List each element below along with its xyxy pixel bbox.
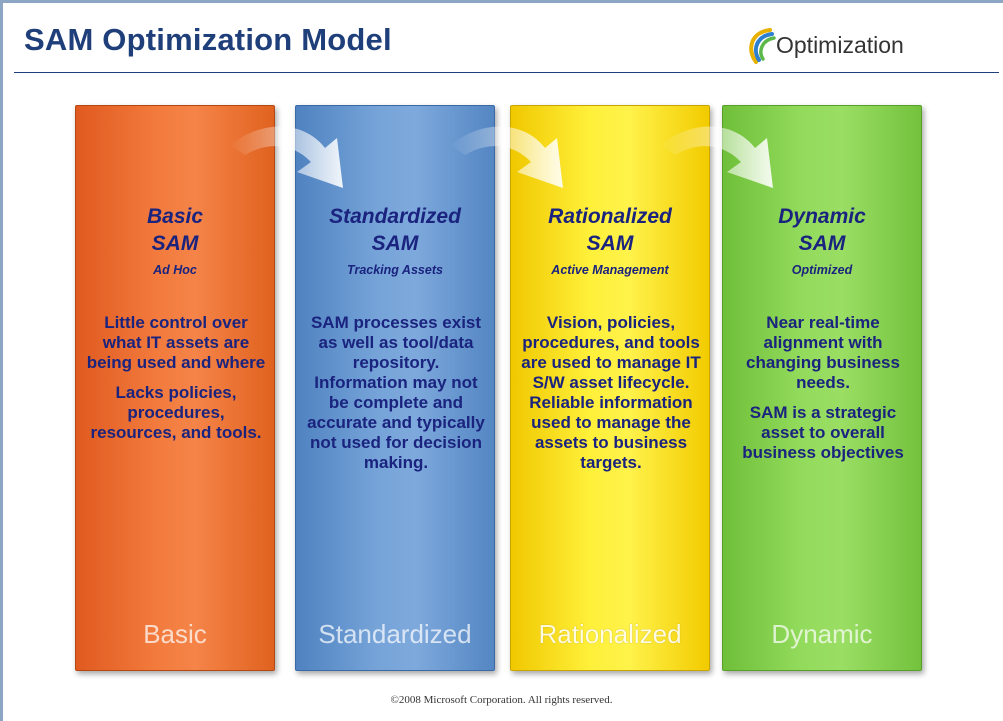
column-title: Basic SAM: [76, 203, 274, 257]
column-title: Standardized SAM: [296, 203, 494, 257]
transition-arrow-icon: [230, 126, 343, 188]
column-description: SAM processes exist as well as tool/data…: [306, 313, 486, 483]
column-subtitle: Ad Hoc: [153, 263, 197, 277]
column-title-line1: Rationalized: [548, 205, 672, 228]
column-title-line2: SAM: [151, 232, 199, 255]
column-title: Dynamic SAM: [723, 203, 921, 257]
column-dynamic: Dynamic SAM Optimized Near real-time ali…: [722, 105, 922, 671]
slide-title: SAM Optimization Model: [24, 22, 392, 57]
column-footer-label: Standardized: [318, 619, 472, 649]
column-footer-label: Rationalized: [538, 619, 682, 649]
copyright-notice: ©2008 Microsoft Corporation. All rights …: [390, 694, 613, 706]
optimization-logo: Optimization: [740, 24, 960, 68]
column-rationalized: Rationalized SAM Active Management Visio…: [510, 105, 710, 671]
description-paragraph-1: Little control over what IT assets are b…: [86, 313, 266, 372]
column-subtitle: Optimized: [791, 263, 853, 277]
transition-arrow-icon: [660, 126, 773, 188]
description-paragraph-2: SAM is a strategic asset to overall busi…: [742, 403, 904, 462]
column-title: Rationalized SAM: [511, 203, 709, 257]
column-title-line2: SAM: [586, 232, 634, 255]
column-title-line1: Dynamic: [778, 205, 866, 228]
description-paragraph-1: SAM processes exist as well as tool/data…: [307, 313, 485, 472]
column-description: Near real-time alignment with changing b…: [733, 313, 913, 473]
description-paragraph-1: Near real-time alignment with changing b…: [746, 313, 900, 392]
column-title-line1: Standardized: [329, 205, 461, 228]
column-footer-label: Basic: [143, 619, 207, 649]
column-title-line1: Basic: [146, 205, 204, 228]
column-subtitle: Active Management: [551, 263, 669, 277]
column-basic: Basic SAM Ad Hoc Little control over wha…: [75, 105, 275, 671]
column-standardized: Standardized SAM Tracking Assets SAM pro…: [295, 105, 495, 671]
logo-text: Optimization: [776, 32, 904, 58]
column-title-line2: SAM: [371, 232, 419, 255]
description-paragraph-1: Vision, policies, procedures, and tools …: [521, 313, 701, 472]
description-paragraph-2: Lacks policies, procedures, resources, a…: [90, 383, 262, 442]
transition-arrow-icon: [450, 126, 563, 188]
column-title-line2: SAM: [798, 232, 846, 255]
optimization-logo-icon: [749, 28, 776, 64]
column-footer-label: Dynamic: [771, 619, 873, 649]
column-subtitle: Tracking Assets: [347, 263, 443, 277]
column-description: Vision, policies, procedures, and tools …: [521, 313, 701, 483]
title-divider: [14, 72, 999, 73]
column-description: Little control over what IT assets are b…: [86, 313, 266, 453]
